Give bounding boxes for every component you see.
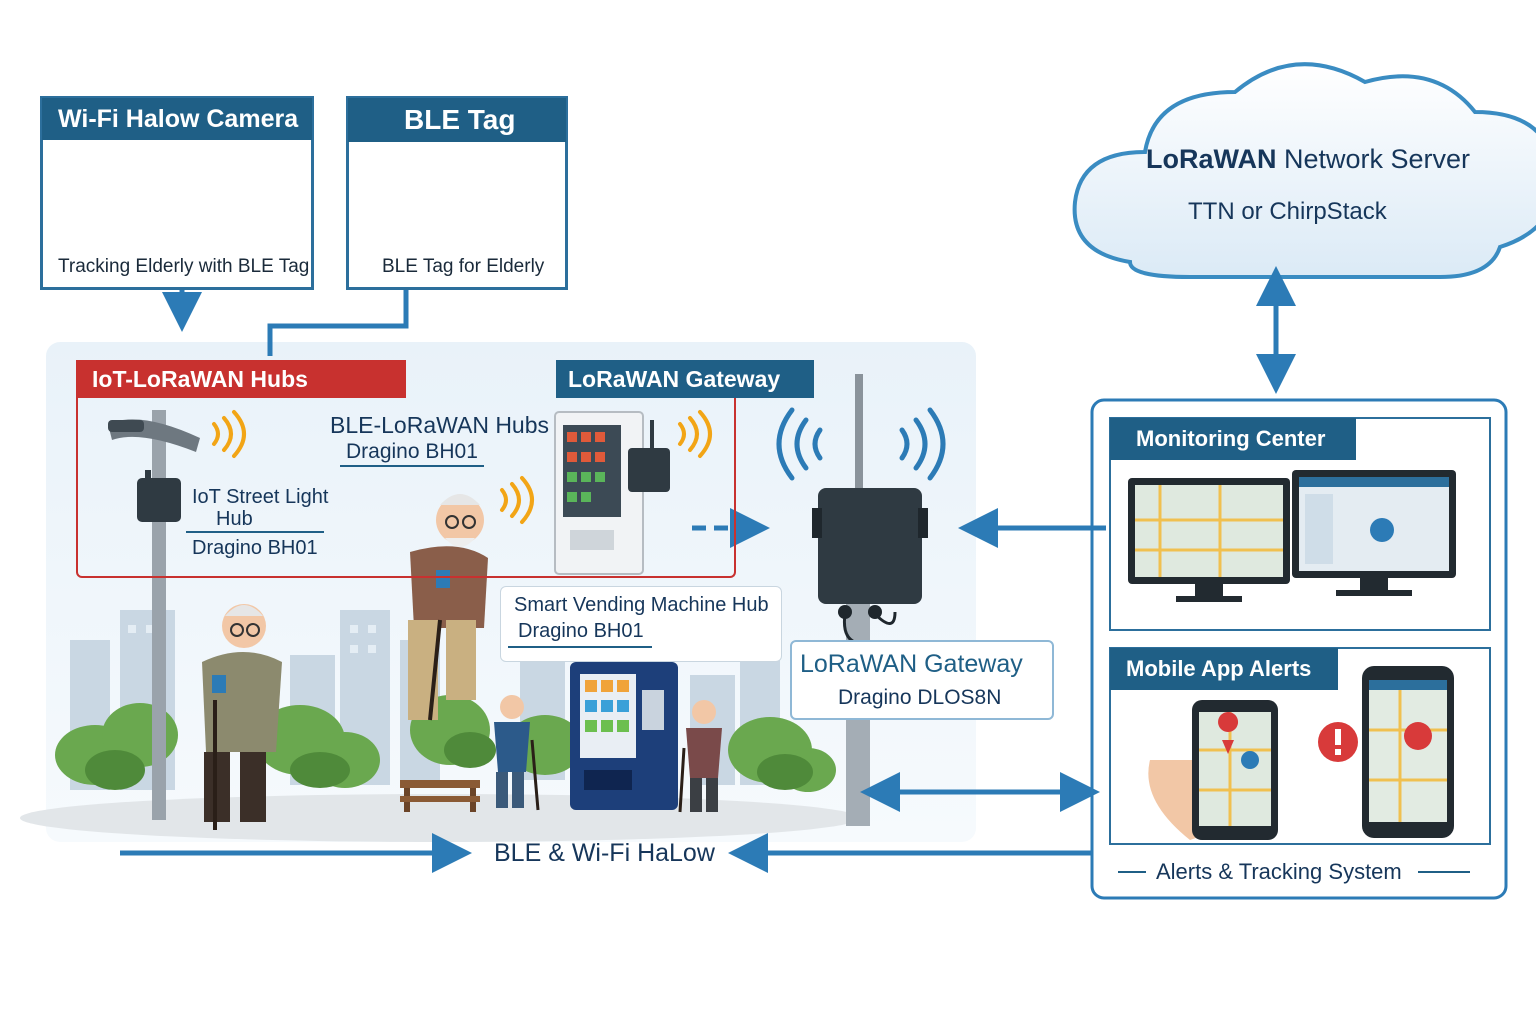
- gateway-label-model: Dragino DLOS8N: [838, 686, 1002, 709]
- connector-lines: [120, 266, 1296, 873]
- gateway-label-title: LoRaWAN Gateway: [800, 650, 1023, 678]
- vending-hub-card: [500, 586, 782, 662]
- ble-tag-title: BLE Tag: [348, 98, 566, 142]
- bottom-link-label: BLE & Wi-Fi HaLow: [494, 839, 715, 867]
- camera-box-caption: Tracking Elderly with BLE Tag: [58, 256, 310, 277]
- monitoring-center-title: Monitoring Center: [1110, 418, 1356, 460]
- vending-hub-title: Smart Vending Machine Hub: [514, 594, 769, 616]
- cloud-shape: [1072, 62, 1536, 279]
- monitors: [1128, 470, 1456, 602]
- street-light-pole: [108, 410, 200, 820]
- vending-machine-upper: [554, 411, 670, 575]
- signal-waves-blue: [776, 407, 946, 481]
- ble-lorawan-hubs-model: Dragino BH01: [346, 440, 478, 463]
- cloud-title: LoRaWAN Network Server: [1146, 144, 1470, 175]
- cloud-title-rest: Network Server: [1276, 144, 1471, 174]
- street-light-hub-line2: Hub: [216, 508, 253, 530]
- signal-waves-orange: [212, 410, 712, 524]
- cloud-title-bold: LoRaWAN: [1146, 144, 1277, 174]
- alerts-system-label: Alerts & Tracking System: [1156, 859, 1402, 884]
- vending-hub-model: Dragino BH01: [518, 620, 644, 642]
- iot-hubs-title: IoT-LoRaWAN Hubs: [76, 360, 406, 398]
- camera-box-title: Wi-Fi Halow Camera: [42, 98, 312, 140]
- mobile-app-title: Mobile App Alerts: [1110, 648, 1338, 690]
- street-light-hub-model: Dragino BH01: [192, 537, 318, 559]
- elderly-person-small-2: [678, 700, 722, 813]
- ble-lorawan-hubs-divider: [340, 465, 484, 467]
- street-light-hub-divider: [186, 531, 324, 533]
- phones: [1148, 666, 1454, 840]
- elderly-person-left: [202, 604, 282, 830]
- cloud-subtitle: TTN or ChirpStack: [1188, 198, 1387, 225]
- iot-hubs-frame: [76, 392, 736, 578]
- street-light-hub-line1: IoT Street Light: [192, 486, 329, 508]
- gateway-label-card: [790, 640, 1054, 720]
- ble-tag-caption: BLE Tag for Elderly: [382, 256, 545, 277]
- gateway-header-title: LoRaWAN Gateway: [556, 360, 814, 398]
- vending-hub-divider: [508, 646, 652, 648]
- elderly-person-middle: [408, 494, 488, 721]
- vending-machine-lower: [570, 662, 678, 810]
- ble-lorawan-hubs-title: BLE-LoRaWAN Hubs: [330, 412, 550, 438]
- elderly-person-small-1: [494, 695, 540, 811]
